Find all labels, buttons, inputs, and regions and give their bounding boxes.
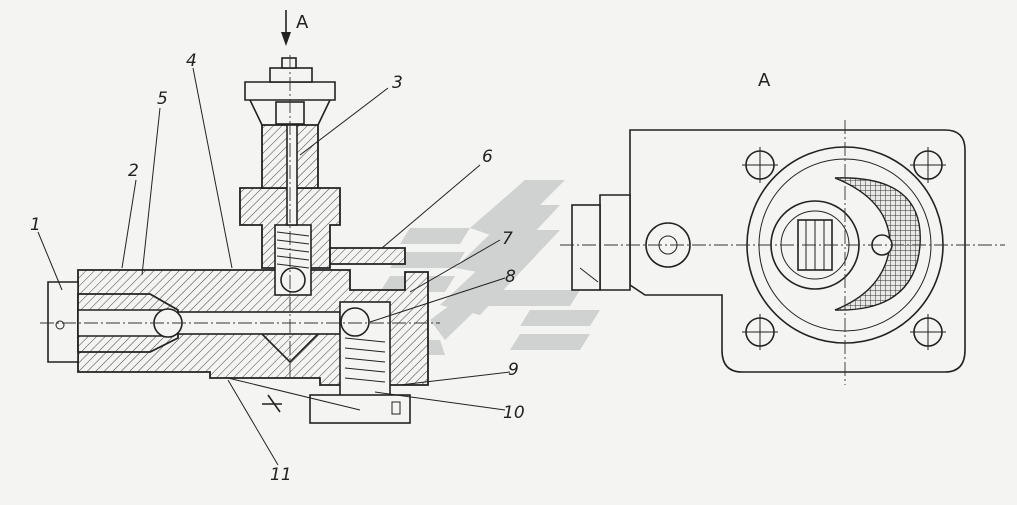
ball-valve-upper: [280, 267, 306, 293]
leader-lines: [37, 67, 511, 466]
callout-9: 9: [508, 360, 519, 380]
bolt-holes: [742, 147, 946, 350]
callout-5: 5: [157, 89, 168, 109]
callout-4: 4: [186, 51, 197, 71]
view-a-title: А: [758, 70, 771, 91]
spring-upper: [276, 231, 310, 269]
callout-11: 11: [270, 465, 292, 485]
callout-8: 8: [505, 267, 516, 287]
view-a: А: [560, 70, 1005, 385]
callout-1: 1: [30, 215, 41, 235]
callout-10: 10: [503, 403, 525, 423]
view-arrow: А: [281, 10, 309, 46]
callout-3: 3: [392, 73, 403, 93]
section-view: [40, 55, 440, 424]
spring-lower: [344, 337, 386, 383]
callout-7: 7: [502, 229, 513, 249]
view-arrow-label: А: [296, 12, 309, 33]
ball-valve-right: [340, 307, 370, 337]
callout-2: 2: [128, 161, 139, 181]
callout-6: 6: [482, 147, 493, 167]
